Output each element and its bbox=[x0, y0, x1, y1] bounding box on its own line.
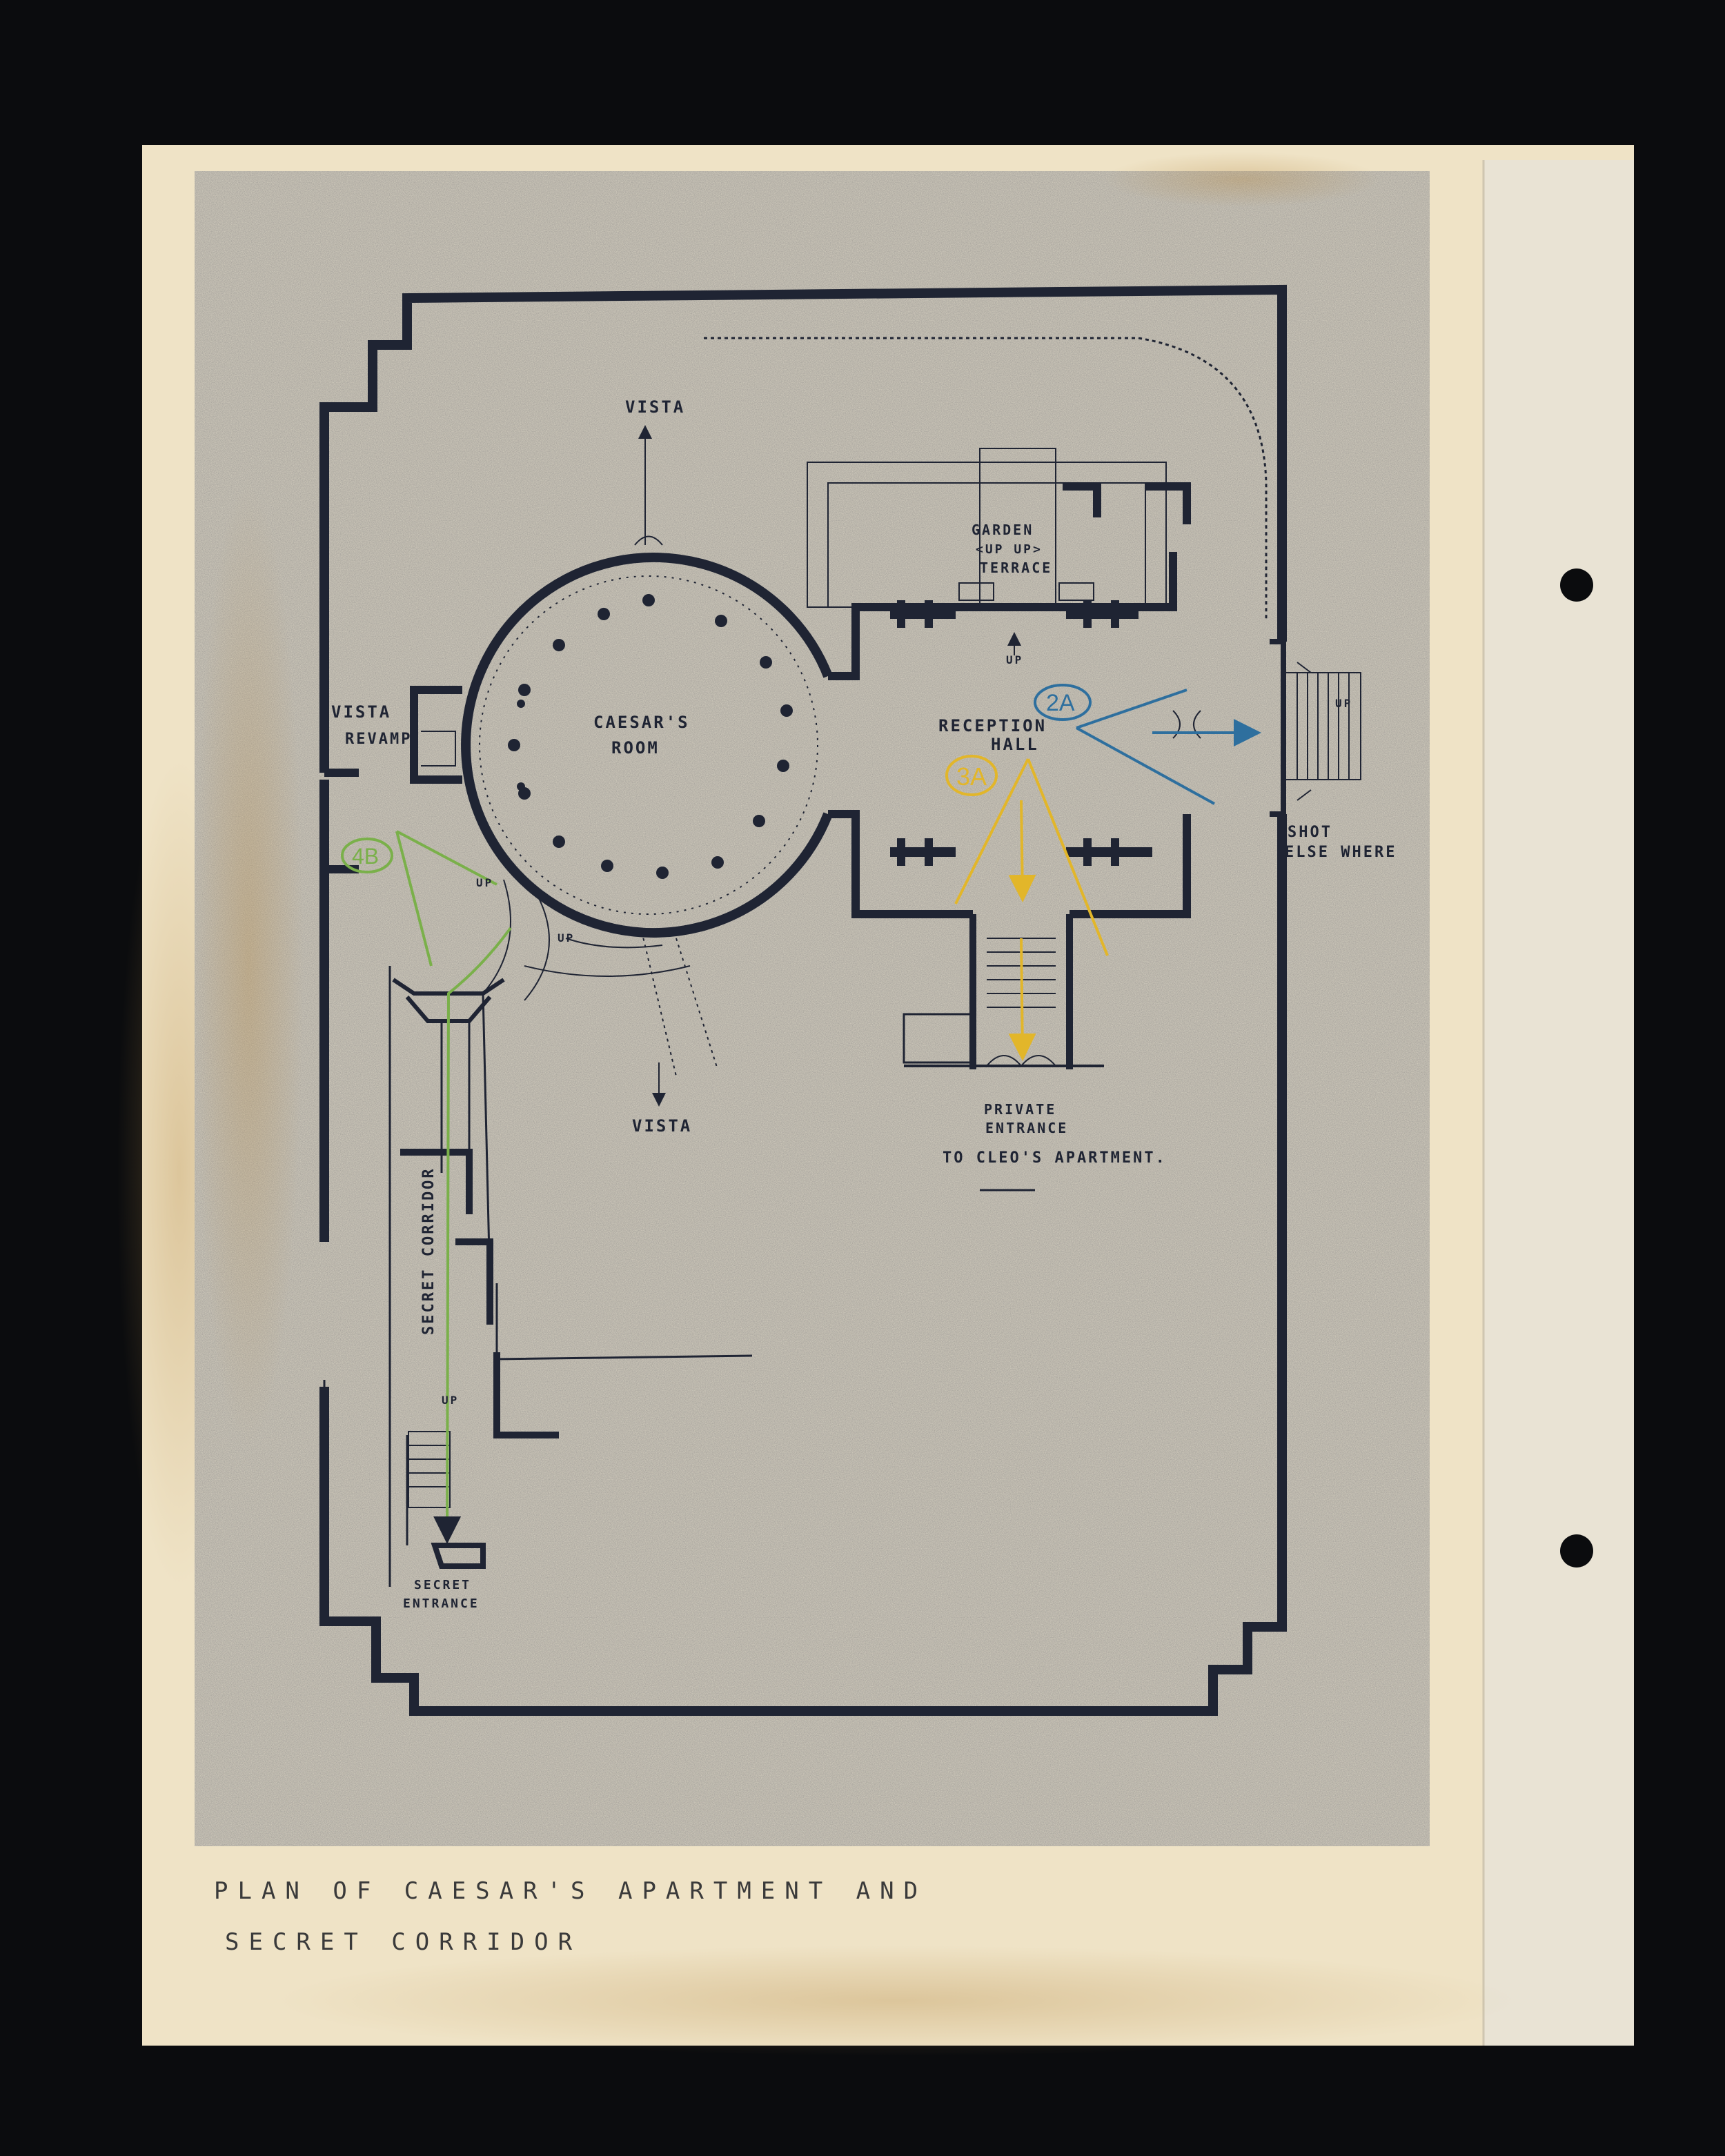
label-reception-2: HALL bbox=[991, 735, 1039, 754]
binder-hole-bottom bbox=[1560, 1534, 1593, 1567]
caption-line-1: PLAN OF CAESAR'S APARTMENT AND bbox=[214, 1877, 927, 1905]
marker-4b: 4B bbox=[352, 844, 379, 869]
label-stair-up: UP bbox=[1335, 697, 1352, 710]
label-up-b: UP bbox=[558, 931, 575, 945]
shot-4b-lines bbox=[341, 830, 512, 1544]
floor-plan bbox=[319, 284, 1361, 1716]
caesars-room-wall bbox=[461, 553, 833, 938]
caption-line-2: SECRET CORRIDOR bbox=[225, 1928, 582, 1956]
label-revamp: REVAMP bbox=[345, 731, 412, 748]
label-vista-left: VISTA bbox=[331, 702, 391, 722]
label-up-corridor: UP bbox=[442, 1394, 459, 1407]
label-shot: SHOT bbox=[1288, 824, 1332, 841]
marker-3a: 3A bbox=[956, 762, 987, 791]
label-secret-corridor: SECRET CORRIDOR bbox=[420, 1167, 437, 1335]
label-private-2: ENTRANCE bbox=[985, 1120, 1068, 1136]
label-secret-2: ENTRANCE bbox=[403, 1596, 480, 1611]
label-reception-1: RECEPTION bbox=[938, 716, 1047, 735]
corridor-stair bbox=[408, 1431, 451, 1508]
label-vista-bottom: VISTA bbox=[632, 1116, 692, 1136]
label-private-1: PRIVATE bbox=[984, 1101, 1056, 1118]
label-vista-top: VISTA bbox=[625, 397, 685, 417]
shot-markers: 2A 3A 4B bbox=[352, 690, 1075, 869]
label-secret-1: SECRET bbox=[414, 1578, 471, 1592]
label-garden: GARDEN bbox=[972, 522, 1034, 538]
label-elsewhere: ELSE WHERE bbox=[1285, 844, 1397, 861]
outer-wall bbox=[319, 284, 1287, 1716]
label-caesars-room-2: ROOM bbox=[611, 738, 660, 758]
caption: PLAN OF CAESAR'S APARTMENT AND SECRET CO… bbox=[214, 1877, 927, 1956]
label-up-terrace: UP bbox=[1006, 653, 1023, 666]
marker-2a: 2A bbox=[1046, 690, 1075, 716]
tracing-sheet bbox=[193, 152, 1430, 1846]
binder-hole-top bbox=[1560, 568, 1593, 602]
east-stair bbox=[1284, 672, 1361, 780]
label-terrace: TERRACE bbox=[980, 560, 1052, 576]
label-to-cleo: TO CLEO'S APARTMENT. bbox=[943, 1149, 1167, 1167]
label-up-up: <UP UP> bbox=[976, 542, 1043, 557]
shot-2a-lines bbox=[1034, 684, 1261, 805]
column-ring bbox=[508, 594, 793, 879]
label-caesars-room-1: CAESAR'S bbox=[593, 713, 690, 732]
garden-terrace bbox=[807, 448, 1167, 608]
label-up-a: UP bbox=[476, 876, 493, 889]
shot-3a-lines bbox=[945, 755, 1109, 1061]
plan-labels: VISTA VISTA REVAMP VISTA CAESAR'S ROOM G… bbox=[331, 397, 1397, 1611]
